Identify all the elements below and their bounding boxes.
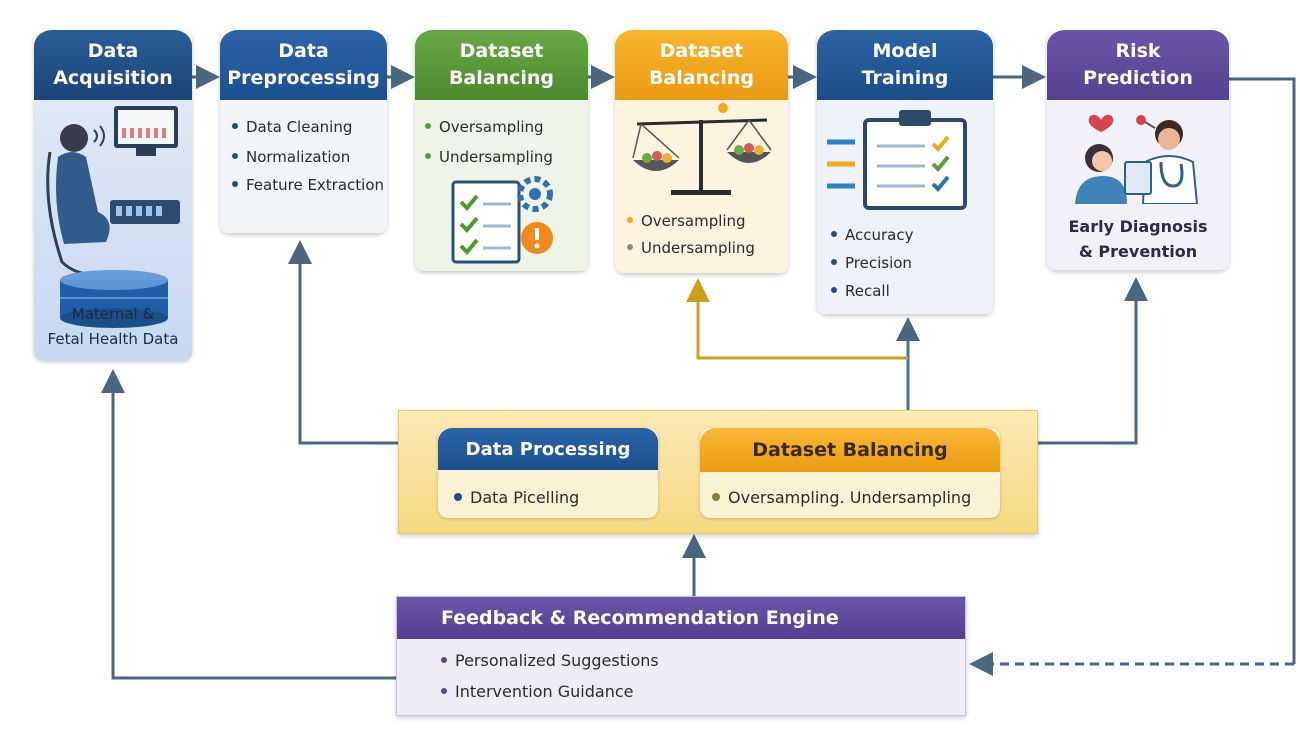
heart-icon bbox=[1088, 114, 1114, 132]
stage-title: Data Acquisition bbox=[34, 30, 192, 100]
list-item: Oversampling bbox=[425, 118, 544, 136]
stage-model-training: Model Training Accuracy Precision Recall bbox=[817, 30, 993, 314]
list-item: Precision bbox=[831, 254, 912, 272]
stage-title: Model Training bbox=[817, 30, 993, 100]
list-item: Undersampling bbox=[425, 148, 553, 166]
data-caption: Maternal & Fetal Health Data bbox=[47, 305, 179, 348]
list-item: Accuracy bbox=[831, 226, 913, 244]
stage-dataset-balancing-green: Dataset Balancing Oversampling Undersamp… bbox=[415, 30, 588, 271]
stage-dataset-balancing-orange: Dataset Balancing Oversampling Undersamp… bbox=[615, 30, 788, 273]
list-item: Normalization bbox=[232, 148, 350, 166]
dataset-balancing-title: Dataset Balancing bbox=[700, 428, 1000, 472]
list-item: Data Cleaning bbox=[232, 118, 352, 136]
stage-title: Dataset Balancing bbox=[615, 30, 788, 100]
list-item: Personalized Suggestions bbox=[441, 651, 659, 670]
list-item: Data Picelling bbox=[454, 488, 579, 507]
dataset-balancing-box: Dataset Balancing Oversampling. Undersam… bbox=[700, 428, 1000, 518]
arrow-middle-risk bbox=[1036, 277, 1148, 445]
stage-data-acquisition: Data Acquisition Maternal & Fetal Health… bbox=[34, 30, 192, 360]
list-item: Undersampling bbox=[627, 239, 755, 257]
risk-right-line bbox=[1229, 77, 1296, 664]
risk-caption: Early Diagnosis & Prevention bbox=[1068, 217, 1208, 261]
list-item: Recall bbox=[831, 282, 890, 300]
balance-scale-icon bbox=[632, 103, 772, 195]
doctor-patient-icon bbox=[1075, 114, 1199, 204]
stage-title: Dataset Balancing bbox=[415, 30, 588, 100]
arrow-feedback-acquisition bbox=[101, 369, 396, 680]
data-processing-title: Data Processing bbox=[438, 428, 658, 470]
list-item: Oversampling. Undersampling bbox=[712, 488, 971, 507]
database-icon bbox=[60, 270, 168, 328]
stage-title: Risk Prediction bbox=[1047, 30, 1229, 100]
feedback-engine: Feedback & Recommendation Engine Persona… bbox=[396, 596, 966, 716]
feedback-title: Feedback & Recommendation Engine bbox=[397, 597, 965, 639]
arrow-middle-preprocessing bbox=[288, 240, 398, 445]
stage-title: Data Preprocessing bbox=[220, 30, 387, 100]
pregnant-woman-icon bbox=[46, 106, 180, 328]
stage-data-preprocessing: Data Preprocessing Data Cleaning Normali… bbox=[220, 30, 387, 233]
list-item: Feature Extraction bbox=[232, 176, 384, 194]
list-item: Intervention Guidance bbox=[441, 682, 633, 701]
list-item: Oversampling bbox=[627, 212, 746, 230]
clipboard-check-icon bbox=[827, 110, 967, 210]
arrow-gold-balancing bbox=[686, 278, 908, 360]
checklist-gear-icon bbox=[451, 176, 553, 264]
stage-risk-prediction: Risk Prediction Early Diagnosis & Preven… bbox=[1047, 30, 1229, 270]
data-processing-box: Data Processing Data Picelling bbox=[438, 428, 658, 518]
